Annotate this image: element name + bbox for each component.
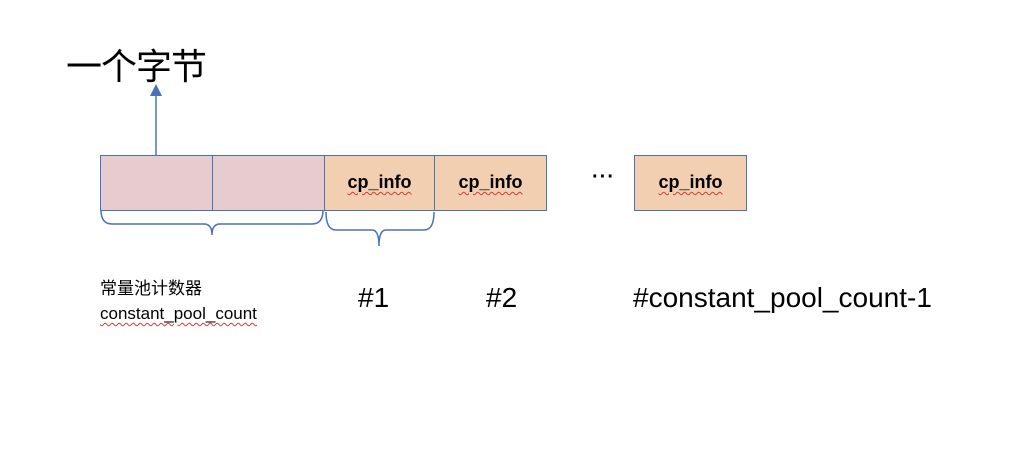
counter-label-cn: 常量池计数器 [100, 279, 202, 299]
cp-info-brace [325, 211, 435, 247]
cp-info-cell-1: cp_info [324, 155, 435, 211]
cp-info-label: cp_info [347, 172, 412, 192]
index-last: #constant_pool_count-1 [633, 282, 932, 313]
byte-label: 一个字节 [66, 47, 207, 88]
cp-info-cell-last: cp_info [634, 155, 747, 211]
counter-byte-1 [100, 155, 213, 211]
index-1: #1 [358, 282, 390, 313]
cp-info-label: cp_info [658, 172, 723, 192]
counter-brace [100, 209, 324, 236]
index-2: #2 [486, 282, 518, 313]
cp-info-cell-2: cp_info [434, 155, 547, 211]
cp-info-label: cp_info [458, 172, 523, 192]
up-arrow [150, 84, 162, 155]
counter-label-en: constant_pool_count [100, 304, 257, 323]
counter-byte-2 [212, 155, 325, 211]
ellipsis: ··· [592, 166, 615, 188]
